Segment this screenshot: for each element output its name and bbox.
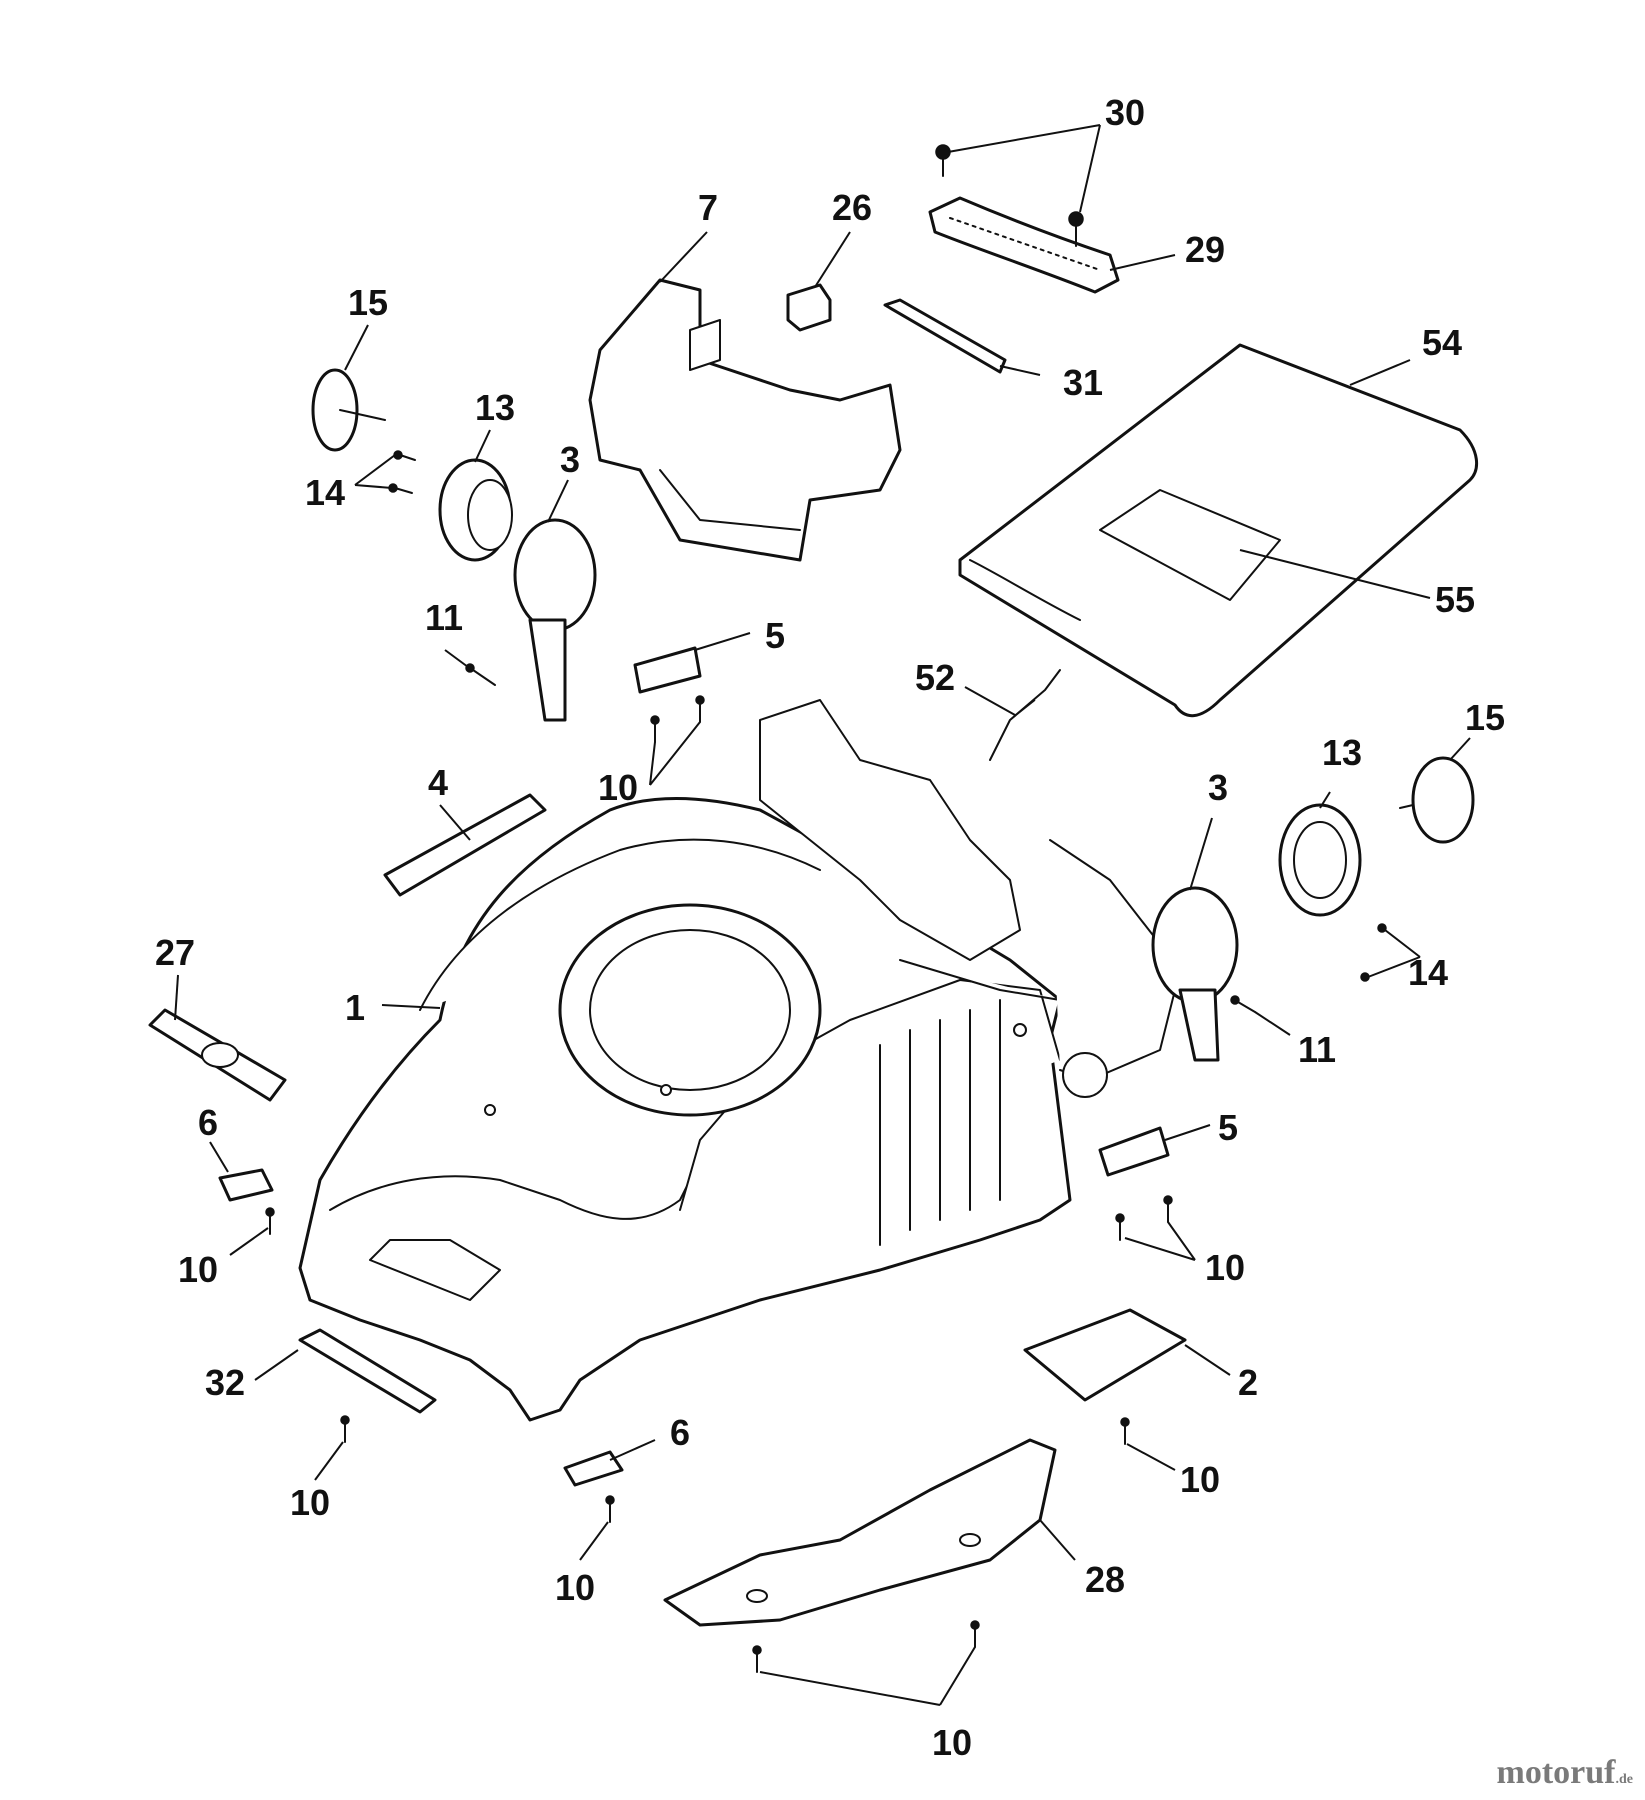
callout-26: 26 xyxy=(832,187,872,228)
label-55 xyxy=(1099,489,1281,601)
hubcap-15-left xyxy=(311,368,386,452)
callout-4: 4 xyxy=(428,762,448,803)
callout-54: 54 xyxy=(1422,322,1462,363)
callout-13-right: 13 xyxy=(1322,732,1362,773)
rear-cover-7 xyxy=(588,278,902,562)
callout-28: 28 xyxy=(1085,1559,1125,1600)
callout-6-right: 6 xyxy=(670,1412,690,1453)
callout-10-b: 10 xyxy=(178,1249,218,1290)
callout-5-left: 5 xyxy=(765,615,785,656)
callout-10-c: 10 xyxy=(1205,1247,1245,1288)
cover-strip-4 xyxy=(383,793,547,897)
screw-11-right xyxy=(1230,995,1256,1013)
callout-10-e: 10 xyxy=(1180,1459,1220,1500)
callout-6-left: 6 xyxy=(198,1102,218,1143)
mower-deck-housing xyxy=(298,699,1181,1422)
callout-14-left: 14 xyxy=(305,472,345,513)
bracket-5-left xyxy=(633,646,702,694)
rear-flap-28 xyxy=(663,1438,1057,1627)
leader-lines xyxy=(174,124,1471,1706)
clip-6-right xyxy=(563,1450,624,1487)
callout-11-right: 11 xyxy=(1298,1029,1336,1070)
callout-11-left: 11 xyxy=(425,597,463,638)
callout-27: 27 xyxy=(155,932,195,973)
callout-7: 7 xyxy=(698,187,718,228)
callout-31: 31 xyxy=(1063,362,1103,403)
screw-11-left xyxy=(465,663,496,686)
callout-3-left: 3 xyxy=(560,439,580,480)
callout-2: 2 xyxy=(1238,1362,1258,1403)
flap-2 xyxy=(1023,1308,1187,1402)
callout-numbers: 30 7 26 29 54 31 15 13 14 3 11 5 55 52 1… xyxy=(155,92,1505,1763)
callout-10-a: 10 xyxy=(598,767,638,808)
callout-10-g: 10 xyxy=(932,1722,972,1763)
clip-6-left xyxy=(218,1168,274,1202)
callout-55: 55 xyxy=(1435,579,1475,620)
screws-10 xyxy=(265,695,1173,1673)
callout-29: 29 xyxy=(1185,229,1225,270)
handle-grip-29 xyxy=(928,196,1120,294)
callout-10-d: 10 xyxy=(290,1482,330,1523)
callout-3-right: 3 xyxy=(1208,767,1228,808)
screw-30b xyxy=(1068,211,1084,247)
callout-10-f: 10 xyxy=(555,1567,595,1608)
watermark-logo: motoruf.de xyxy=(1497,1754,1633,1792)
callout-5-right: 5 xyxy=(1218,1107,1238,1148)
callout-32: 32 xyxy=(205,1362,245,1403)
bumper-32 xyxy=(298,1328,437,1414)
hubcap-15-right xyxy=(1399,756,1475,844)
callout-15-right: 15 xyxy=(1465,697,1505,738)
height-adjuster-3-left xyxy=(513,518,597,722)
callout-13-left: 13 xyxy=(475,387,515,428)
strip-31 xyxy=(883,298,1007,374)
insert-26 xyxy=(786,283,832,332)
watermark-tld: .de xyxy=(1615,1772,1634,1787)
watermark-brand: motoruf xyxy=(1496,1754,1616,1791)
screws-14-left xyxy=(388,450,416,494)
spring-52 xyxy=(989,669,1061,761)
logo-plate-27 xyxy=(148,1008,287,1102)
callout-52: 52 xyxy=(915,657,955,698)
callout-14-right: 14 xyxy=(1408,952,1448,993)
callout-15-left: 15 xyxy=(348,282,388,323)
wheel-13-left xyxy=(438,458,513,562)
callout-1: 1 xyxy=(345,987,365,1028)
wheel-13-right xyxy=(1278,803,1362,917)
screw-30a xyxy=(935,144,951,177)
callout-30: 30 xyxy=(1105,92,1145,133)
height-adjuster-3-right xyxy=(1151,886,1239,1062)
bracket-5-right xyxy=(1098,1126,1170,1177)
